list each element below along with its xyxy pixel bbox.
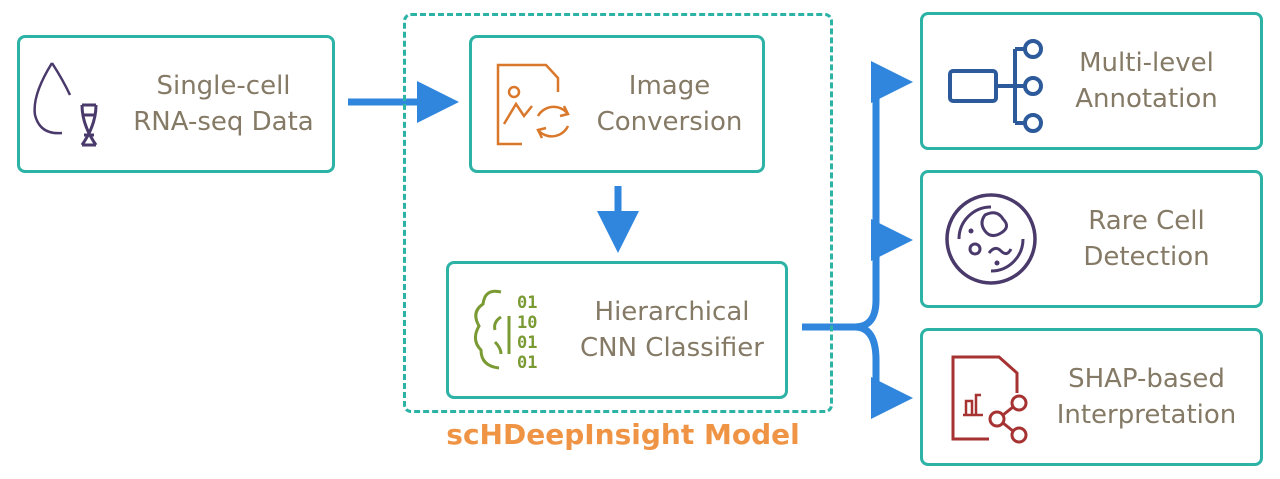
svg-text:01: 01 (517, 293, 537, 313)
image-conversion-icon (496, 63, 570, 146)
svg-text:10: 10 (517, 313, 537, 333)
droplet-dna-icon (33, 62, 98, 147)
report-share-icon (951, 355, 1028, 444)
brain-binary-icon: 01 10 01 01 (474, 289, 537, 373)
svg-text:01: 01 (517, 353, 537, 373)
hierarchy-tree-icon (948, 39, 1043, 133)
arrow-branch-shap (854, 323, 913, 419)
arrow-branch-rare (870, 219, 913, 262)
svg-text:01: 01 (517, 333, 537, 353)
model-title: scHDeepInsight Model (446, 418, 800, 451)
model-boundary (403, 13, 833, 413)
petri-dish-icon (945, 193, 1037, 285)
